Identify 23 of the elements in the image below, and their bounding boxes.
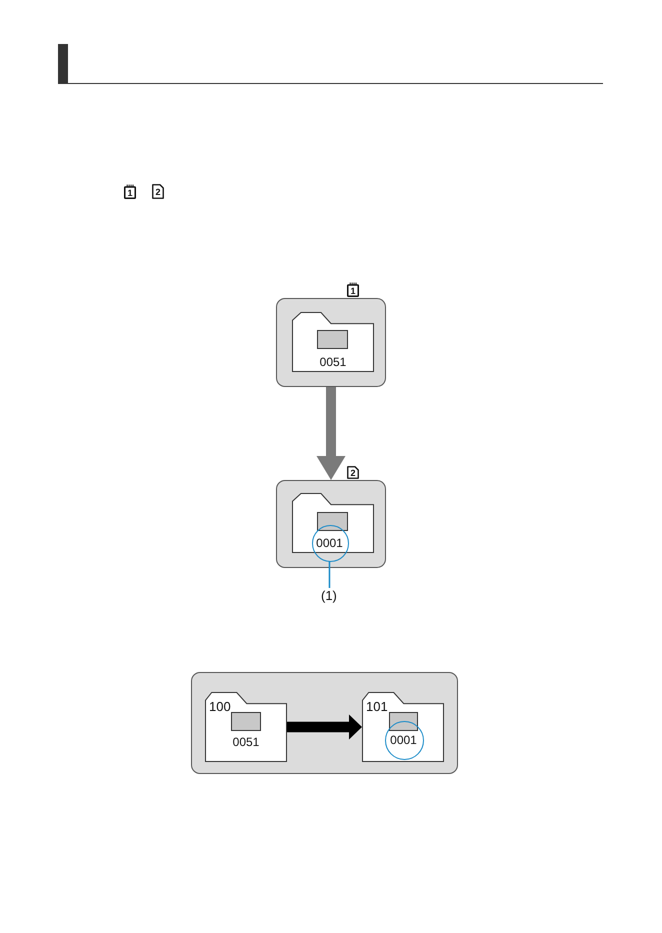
file-number: 0001 [390,732,417,746]
block-arrow [316,387,346,480]
folder [362,692,444,762]
memory-card-number: 2 [152,184,164,199]
callout-number: (1) [321,588,337,603]
memory-card-number: 1 [347,282,359,297]
file-number: 0051 [320,355,346,369]
folder [292,312,374,372]
block-arrow [287,714,362,740]
highlight-circle [384,720,424,760]
memory-card-number: 1 [124,184,136,199]
file-number: 0001 [316,536,343,550]
leader-line [328,562,330,588]
folder-number: 100 [209,698,231,714]
folder [205,692,287,762]
memory-card-number: 2 [347,466,359,479]
card-panel [276,480,386,568]
card-panel [276,298,386,387]
folder [292,493,374,553]
card-panel [191,672,458,774]
highlight-circle [312,524,348,562]
folder-number: 101 [366,698,388,714]
file-number: 0051 [232,735,260,749]
